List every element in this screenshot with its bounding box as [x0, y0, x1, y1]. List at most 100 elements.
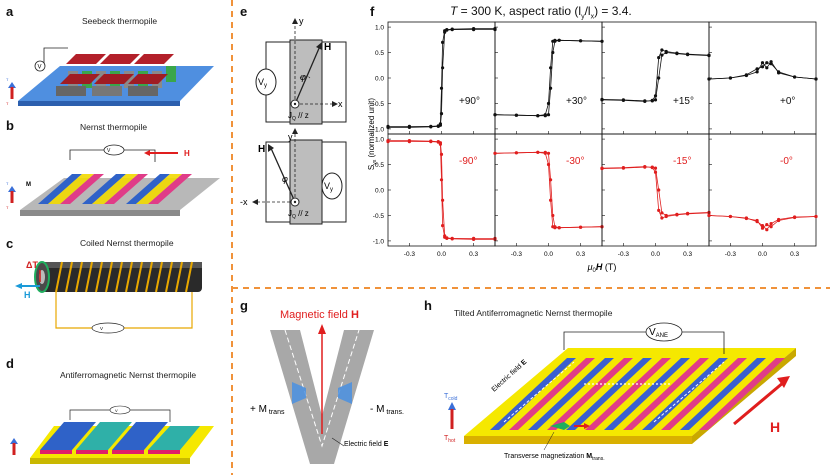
- angle-label: +0°: [780, 96, 795, 107]
- series-line-down: [388, 29, 495, 128]
- angle-label: +15°: [673, 96, 694, 107]
- panel-label-d: d: [6, 356, 14, 371]
- afm-bars: [40, 422, 200, 454]
- svg-text:φ: φ: [282, 174, 288, 184]
- series-line-down: [708, 60, 817, 80]
- h-bar: [509, 358, 595, 430]
- panel-a-figure: V T T: [6, 47, 214, 106]
- data-point: [650, 166, 654, 170]
- data-point: [443, 30, 447, 34]
- temperature-arrow-icon: [10, 87, 14, 99]
- series-line-down: [708, 215, 817, 231]
- panel-a-title: Seebeck thermopile: [82, 16, 158, 26]
- data-point: [653, 98, 658, 102]
- data-point: [600, 98, 604, 102]
- subplot-frame: [601, 133, 710, 247]
- thermoelectric-legs: [56, 54, 176, 96]
- data-point: [546, 151, 551, 155]
- panel-f-chart: +90°+30°+15°+0°-90°-30°-15°-0°1.00.50.0-…: [367, 21, 818, 274]
- data-point: [664, 49, 668, 54]
- data-point: [769, 225, 773, 229]
- data-point: [445, 236, 449, 240]
- x-tick-label: -0.3: [404, 251, 416, 258]
- data-point: [660, 216, 664, 220]
- svg-text:JQ // z: JQ // z: [288, 111, 309, 122]
- data-point: [657, 56, 661, 60]
- data-point: [728, 214, 732, 219]
- data-point: [744, 216, 748, 220]
- geometry-upper: y x H φ JQ // z Vy: [255, 16, 347, 125]
- svg-text:Transverse magnetization Mtran: Transverse magnetization Mtrans.: [504, 453, 605, 462]
- field-arrow-icon: [318, 324, 326, 334]
- data-point: [760, 61, 765, 65]
- data-point: [439, 178, 444, 182]
- y-tick-label: 1.0: [375, 25, 384, 32]
- data-point: [439, 86, 444, 90]
- panel-label-e: e: [240, 4, 248, 19]
- data-point: [755, 67, 759, 71]
- h-bar: [699, 358, 785, 430]
- data-point: [664, 214, 668, 219]
- delta-t-label: ΔT: [26, 260, 38, 270]
- data-point: [653, 166, 658, 170]
- data-point: [765, 228, 769, 232]
- h-bar: [547, 358, 633, 430]
- magnetization-minus-icon: [338, 382, 352, 404]
- series-line-up: [388, 28, 495, 127]
- field-arrow-icon: [15, 283, 22, 289]
- data-point: [407, 125, 411, 129]
- angle-label: +90°: [459, 96, 480, 107]
- angle-label: -0°: [780, 156, 793, 167]
- svg-text:VANE: VANE: [649, 327, 668, 339]
- voltage-label: V: [115, 408, 118, 413]
- data-point: [514, 113, 518, 117]
- data-point: [546, 162, 551, 167]
- series-line-up: [388, 140, 495, 239]
- data-point: [657, 76, 661, 80]
- panel-label-b: b: [6, 118, 14, 133]
- data-point: [760, 224, 765, 228]
- series-line-down: [601, 166, 710, 219]
- panel-d-figure: V: [10, 405, 214, 464]
- h-bar: [566, 358, 652, 430]
- svg-text:JQ // z: JQ // z: [288, 209, 309, 220]
- svg-text:Vy: Vy: [324, 181, 333, 193]
- data-point: [793, 75, 797, 79]
- data-point: [445, 28, 449, 32]
- svg-text:- M trans.: - M trans.: [370, 404, 404, 416]
- data-point: [438, 142, 442, 146]
- data-point: [621, 166, 625, 170]
- field-arrow-icon: [268, 144, 274, 152]
- t-hot-label: T: [6, 101, 9, 106]
- h-bar: [680, 358, 766, 430]
- data-point: [441, 66, 445, 70]
- h-bar: [661, 358, 747, 430]
- svg-text:x: x: [338, 99, 343, 109]
- x-tick-label: -0.3: [725, 251, 737, 258]
- panel-h-figure: VANE Electric field E Transverse magneti…: [444, 322, 796, 462]
- voltage-label: V: [100, 326, 103, 331]
- data-point: [660, 48, 664, 52]
- t-cold-label: T: [6, 77, 9, 82]
- data-point: [579, 225, 583, 229]
- data-point: [728, 76, 732, 80]
- data-point: [536, 114, 540, 118]
- data-point: [777, 71, 781, 75]
- panel-h-title: Tilted Antiferromagnetic Nernst thermopi…: [454, 308, 613, 318]
- svg-text:Tcold: Tcold: [444, 393, 458, 402]
- data-point: [546, 113, 551, 117]
- data-point: [675, 213, 679, 217]
- temperature-arrow-icon: [12, 443, 16, 455]
- data-point: [450, 28, 454, 32]
- data-point: [707, 77, 711, 81]
- voltmeter-icon: [34, 60, 46, 72]
- panel-b-figure: V H M T T: [6, 144, 220, 216]
- voltage-label: V: [107, 148, 111, 154]
- data-point: [386, 140, 390, 144]
- panel-label-f: f: [370, 4, 375, 19]
- data-point: [429, 140, 433, 144]
- h-bar: [604, 358, 690, 430]
- angle-label: -15°: [673, 156, 691, 167]
- temperature-arrow-icon: [10, 191, 14, 203]
- data-point: [514, 151, 518, 155]
